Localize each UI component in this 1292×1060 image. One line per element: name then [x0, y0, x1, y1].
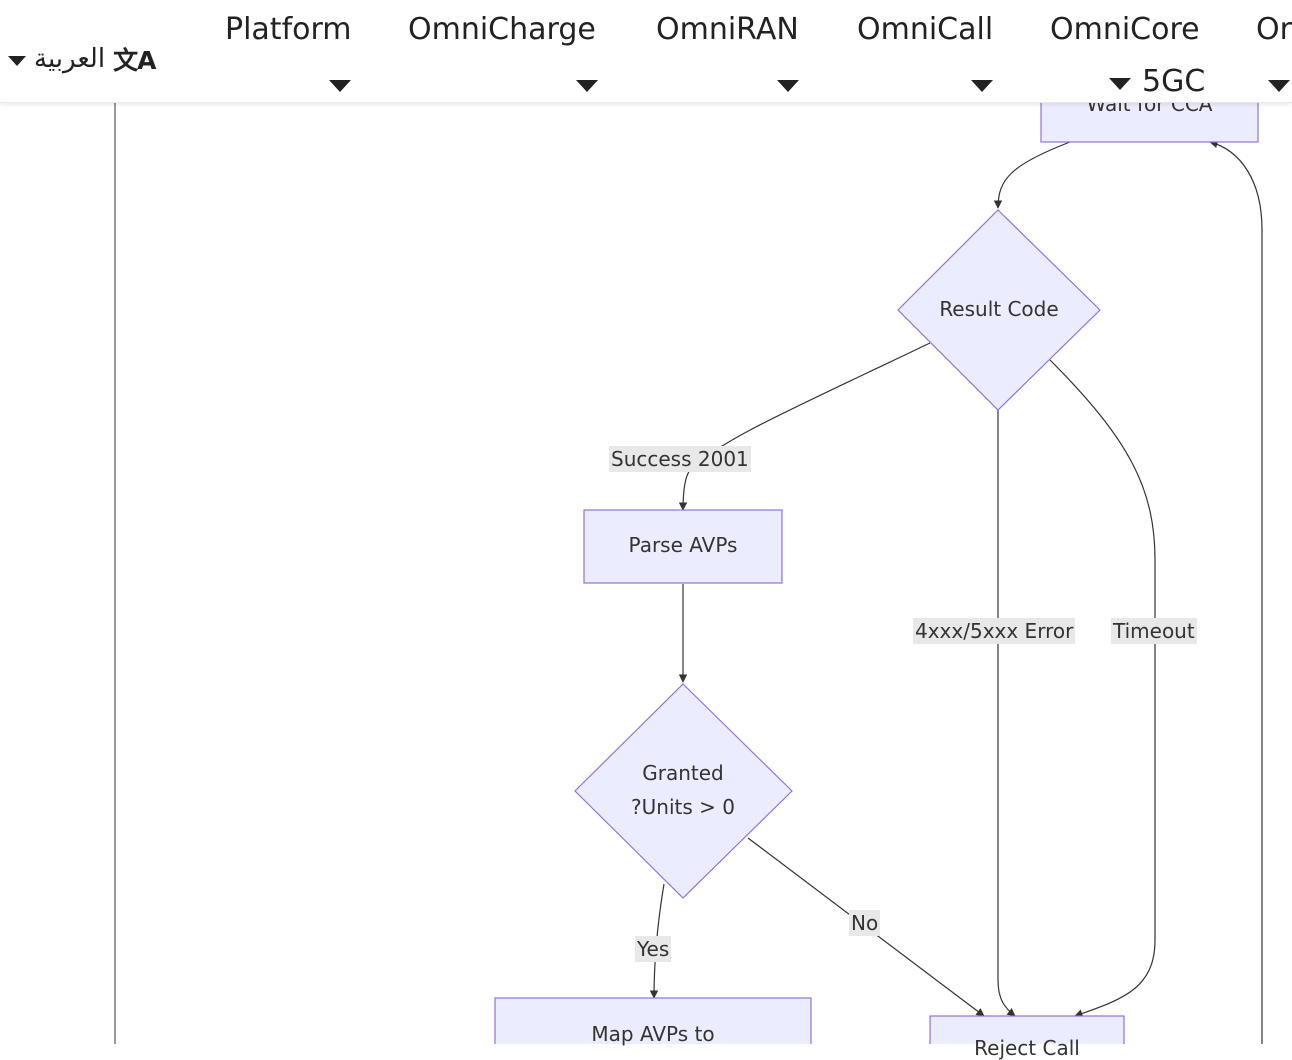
nav-omnicharge[interactable]: OmniCharge: [408, 12, 596, 47]
nav-platform[interactable]: Platform: [225, 12, 352, 47]
translate-icon: 文A: [113, 46, 156, 75]
chevron-down-icon: [8, 56, 26, 66]
nav-omnicharge-chevron-down-icon[interactable]: [576, 80, 598, 92]
node-map-avps: [494, 997, 812, 1044]
edge-label-yes: Yes: [635, 936, 672, 962]
top-navigation-bar: العربية 文A Platform OmniCharge OmniRAN O…: [0, 0, 1292, 103]
node-granted-label-1: Granted: [642, 761, 724, 785]
nav-omniran-chevron-down-icon[interactable]: [777, 80, 799, 92]
nav-truncated-item[interactable]: Or: [1256, 12, 1292, 47]
node-granted-label-2: ?Units > 0: [631, 795, 735, 819]
node-map-avps-label: Map AVPs to: [591, 1022, 715, 1046]
node-granted: [574, 683, 793, 899]
node-reject-call-label: Reject Call: [974, 1036, 1080, 1060]
edge-wait-to-result: [993, 141, 1071, 209]
node-result-code-label: Result Code: [939, 297, 1059, 321]
nav-omnicore[interactable]: OmniCore: [1050, 12, 1200, 47]
node-result-code: [897, 209, 1101, 411]
content-left-border: [114, 102, 116, 1044]
node-parse-avps-label: Parse AVPs: [628, 533, 738, 557]
edge-result-to-reject-timeout: [1049, 359, 1156, 1018]
nav-omnicore-chevron-down-icon[interactable]: [1109, 78, 1131, 90]
node-parse-avps: [583, 509, 783, 584]
edge-label-error: 4xxx/5xxx Error: [913, 618, 1076, 644]
nav-platform-chevron-down-icon[interactable]: [329, 80, 351, 92]
nav-omnicall[interactable]: OmniCall: [857, 12, 994, 47]
edge-result-to-parse: [678, 342, 931, 511]
nav-omnicore-subtext: 5GC: [1142, 64, 1206, 99]
edge-label-no: No: [849, 910, 881, 936]
edge-label-success: Success 2001: [609, 446, 751, 472]
nav-omnicall-chevron-down-icon[interactable]: [971, 80, 993, 92]
language-label: العربية: [34, 44, 106, 74]
language-selector[interactable]: العربية 文A: [8, 36, 156, 82]
edge-label-timeout: Timeout: [1111, 618, 1197, 644]
nav-truncated-chevron-down-icon[interactable]: [1268, 80, 1290, 92]
nav-omniran[interactable]: OmniRAN: [656, 12, 799, 47]
edge-result-to-reject-error: [997, 410, 1016, 1017]
edge-loop-to-wait: [1209, 139, 1263, 1044]
node-reject-call: [929, 1015, 1125, 1044]
